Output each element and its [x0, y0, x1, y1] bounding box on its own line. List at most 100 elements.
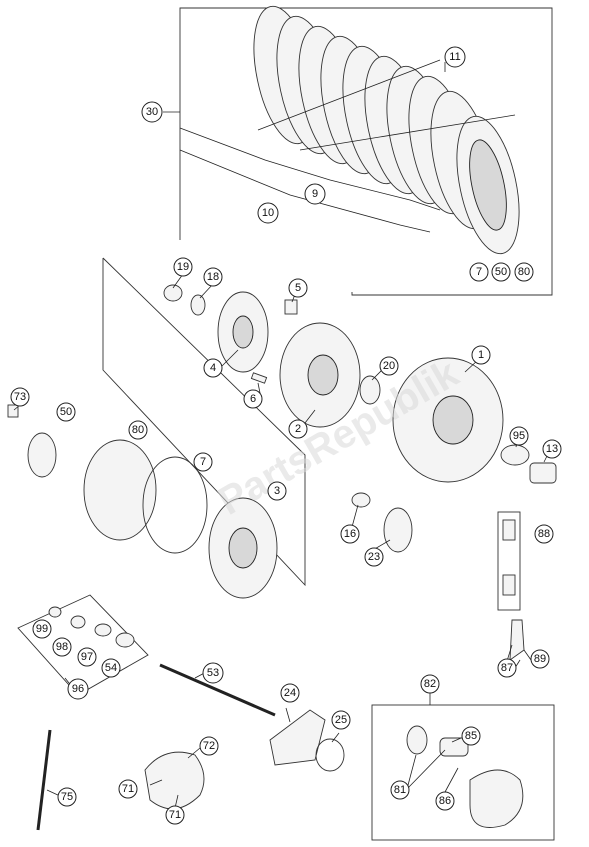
- disc-80: [83, 439, 157, 541]
- callout-97: 97: [77, 647, 97, 667]
- washer-20: [359, 375, 381, 405]
- svg-text:95: 95: [513, 430, 525, 442]
- washer-19: [163, 284, 183, 302]
- callout-75: 75: [57, 787, 77, 807]
- callout-19: 19: [173, 257, 193, 277]
- svg-text:75: 75: [61, 791, 73, 803]
- svg-text:18: 18: [207, 271, 219, 283]
- svg-text:98: 98: [56, 641, 68, 653]
- callout-89: 89: [530, 649, 550, 669]
- svg-text:73: 73: [14, 391, 26, 403]
- callout-71b: 71: [165, 805, 185, 825]
- callout-3: 3: [267, 481, 287, 501]
- svg-text:2: 2: [295, 423, 301, 435]
- callout-87: 87: [497, 658, 517, 678]
- callout-25: 25: [331, 710, 351, 730]
- svg-text:96: 96: [72, 683, 84, 695]
- callout-50-kit: 50: [491, 262, 511, 282]
- svg-text:24: 24: [284, 687, 296, 699]
- svg-text:88: 88: [538, 528, 550, 540]
- oring-25: [315, 738, 345, 772]
- svg-text:50: 50: [495, 266, 507, 278]
- svg-text:13: 13: [546, 443, 558, 455]
- leader-11a: [257, 59, 441, 131]
- callout-11: 11: [444, 46, 466, 68]
- svg-text:97: 97: [81, 651, 93, 663]
- gasket-24: [269, 709, 326, 766]
- bearing-set-frame: [17, 594, 149, 696]
- svg-text:10: 10: [262, 207, 274, 219]
- clutch-plates: [253, 5, 520, 255]
- slave-cylinder-71: [144, 751, 205, 810]
- callout-30: 30: [141, 101, 163, 123]
- svg-text:4: 4: [210, 362, 216, 374]
- callout-96: 96: [67, 678, 89, 700]
- pushrod-53: [159, 663, 276, 717]
- callout-85: 85: [461, 726, 481, 746]
- bearing-16: [351, 492, 371, 508]
- svg-text:99: 99: [36, 623, 48, 635]
- seal-kit-group: [497, 511, 525, 661]
- svg-text:82: 82: [424, 678, 436, 690]
- svg-text:7: 7: [200, 456, 206, 468]
- svg-text:87: 87: [501, 662, 513, 674]
- screw-73: [7, 404, 19, 418]
- svg-text:7: 7: [476, 266, 482, 278]
- callout-80-kit: 80: [514, 262, 534, 282]
- svg-text:89: 89: [534, 653, 546, 665]
- pressure-plate-group: [102, 257, 306, 587]
- svg-text:20: 20: [383, 360, 395, 372]
- svg-text:72: 72: [203, 740, 215, 752]
- callout-4: 4: [203, 358, 223, 378]
- svg-text:5: 5: [295, 282, 301, 294]
- pin-6: [250, 372, 268, 384]
- kit-frame: [179, 7, 553, 296]
- leader-11b: [299, 114, 516, 151]
- callout-23: 23: [364, 547, 384, 567]
- callout-24: 24: [280, 683, 300, 703]
- bushing-95: [500, 444, 530, 466]
- svg-text:50: 50: [60, 406, 72, 418]
- callout-95: 95: [509, 426, 529, 446]
- svg-text:54: 54: [105, 662, 117, 674]
- sleeve-13: [529, 462, 557, 484]
- svg-text:53: 53: [207, 667, 219, 679]
- callout-72: 72: [199, 736, 219, 756]
- callout-99: 99: [32, 619, 52, 639]
- washer-18: [190, 294, 206, 316]
- svg-text:71: 71: [122, 783, 134, 795]
- svg-text:11: 11: [449, 51, 460, 63]
- callout-13: 13: [542, 439, 562, 459]
- callout-54: 54: [101, 658, 121, 678]
- callout-2: 2: [288, 419, 308, 439]
- callout-7-kit: 7: [469, 262, 489, 282]
- callout-16: 16: [340, 524, 360, 544]
- svg-text:25: 25: [335, 714, 347, 726]
- callout-86: 86: [435, 791, 455, 811]
- callout-20: 20: [379, 356, 399, 376]
- svg-text:85: 85: [465, 730, 477, 742]
- svg-text:71: 71: [169, 809, 181, 821]
- callout-88: 88: [534, 524, 554, 544]
- callout-73: 73: [10, 387, 30, 407]
- svg-text:3: 3: [274, 485, 280, 497]
- svg-text:30: 30: [146, 106, 158, 118]
- callout-5: 5: [288, 278, 308, 298]
- leader-10-group: [179, 149, 431, 233]
- callout-53: 53: [202, 662, 224, 684]
- callout-7: 7: [193, 452, 213, 472]
- leader-9-group: [179, 127, 441, 211]
- svg-text:80: 80: [132, 424, 144, 436]
- bleeder-75: [36, 729, 52, 831]
- master-cylinder-group: [371, 685, 555, 841]
- svg-text:80: 80: [518, 266, 530, 278]
- pressure-frame: [102, 257, 306, 587]
- callout-50: 50: [56, 402, 76, 422]
- svg-text:16: 16: [344, 528, 356, 540]
- svg-text:6: 6: [250, 393, 256, 405]
- ring-7: [142, 456, 208, 554]
- callout-18: 18: [203, 267, 223, 287]
- fitting-87: [509, 619, 525, 661]
